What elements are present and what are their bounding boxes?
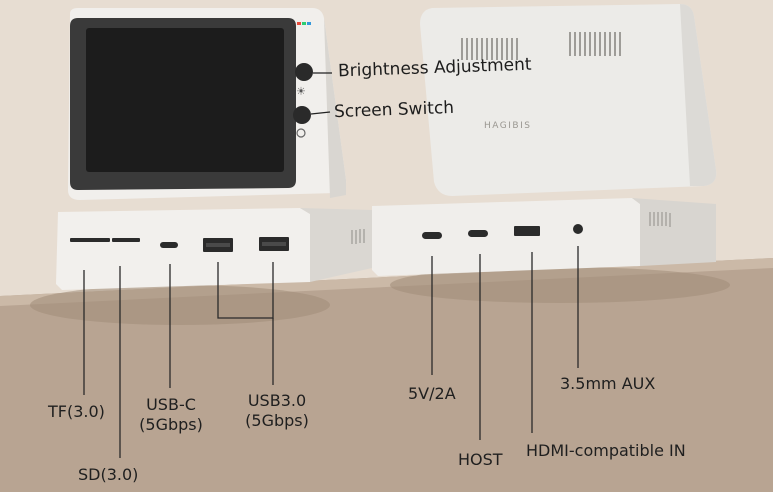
host-label: HOST	[458, 450, 503, 469]
sd-slot-icon	[70, 238, 110, 242]
sun-icon: ☀	[296, 85, 306, 98]
usb-c-port-icon	[160, 242, 178, 248]
left-device: ☀	[56, 8, 372, 458]
power-port-icon	[422, 232, 442, 239]
power-label: 5V/2A	[408, 384, 456, 403]
sd-label: SD(3.0)	[78, 465, 139, 484]
host-port-icon	[468, 230, 488, 237]
tf-slot-icon	[112, 238, 140, 242]
usb3-label-line2: (5Gbps)	[245, 411, 309, 430]
aux-port-icon	[573, 224, 583, 234]
brand-logo: HAGIBIS	[484, 121, 532, 131]
usb-c-label: USB-C (5Gbps)	[136, 395, 206, 435]
right-device	[372, 4, 717, 440]
usb3-label: USB3.0 (5Gbps)	[240, 391, 314, 431]
brightness-knob-icon	[295, 63, 313, 81]
usb-c-label-line2: (5Gbps)	[139, 415, 203, 434]
hdmi-label: HDMI-compatible IN	[526, 441, 686, 460]
screen-switch-callout: Screen Switch	[333, 97, 455, 123]
power-icon	[296, 128, 306, 138]
tf-label: TF(3.0)	[48, 402, 105, 421]
usb3-label-line1: USB3.0	[247, 391, 307, 410]
screen-switch-knob-icon	[293, 106, 311, 124]
aux-label: 3.5mm AUX	[560, 374, 656, 393]
hdmi-port-icon	[514, 226, 540, 236]
usb-c-label-line1: USB-C	[146, 395, 196, 414]
